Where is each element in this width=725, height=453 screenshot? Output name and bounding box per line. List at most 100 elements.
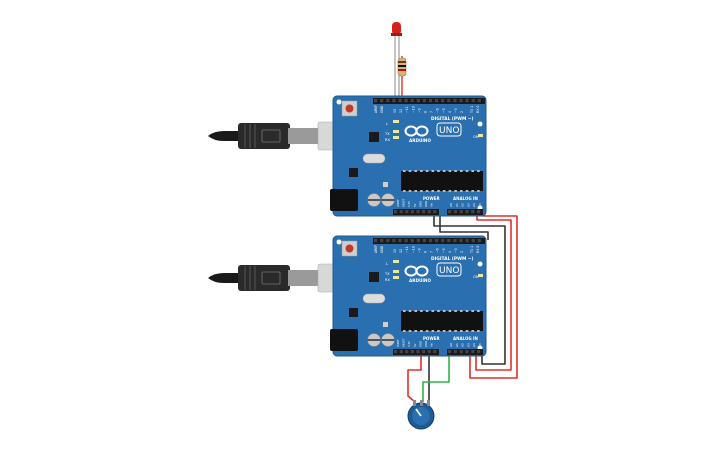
digital-header-pin[interactable]: [410, 99, 414, 103]
digital-header-pin[interactable]: [459, 239, 463, 243]
chip-pin: [471, 190, 474, 192]
wire-gnd-short[interactable]: [439, 212, 489, 240]
digital-header-pin[interactable]: [398, 239, 402, 243]
digital-header-pin[interactable]: [404, 239, 408, 243]
digital-pin-label: ~6: [436, 108, 440, 113]
reset-button[interactable]: [345, 104, 354, 113]
power-header-pin[interactable]: [399, 210, 403, 214]
digital-header-pin[interactable]: [435, 99, 439, 103]
chip-pin: [477, 190, 480, 192]
digital-header-pin[interactable]: [428, 239, 433, 243]
power-header-pin[interactable]: [394, 210, 398, 214]
digital-pin-label: ~11: [405, 106, 409, 113]
power-header-pin[interactable]: [405, 210, 409, 214]
analog-header-pin[interactable]: [465, 350, 469, 354]
analog-pin-label: A3: [466, 203, 470, 207]
analog-header-pin[interactable]: [471, 210, 475, 214]
analog-header-pin[interactable]: [448, 350, 452, 354]
chip-pin: [431, 310, 435, 312]
digital-header-pin[interactable]: [392, 99, 396, 103]
digital-header-pin[interactable]: [392, 239, 396, 243]
chip-pin: [420, 190, 423, 192]
digital-header-pin[interactable]: [404, 99, 408, 103]
wire-gnd-link[interactable]: [433, 212, 506, 365]
resistor[interactable]: [397, 57, 407, 77]
digital-header-pin[interactable]: [374, 99, 378, 103]
digital-header-pin[interactable]: [422, 99, 426, 103]
potentiometer[interactable]: [407, 400, 435, 430]
digital-header-pin[interactable]: [453, 239, 457, 243]
wire-a4-link[interactable]: [475, 212, 512, 371]
power-jack[interactable]: [330, 329, 358, 351]
wire-pot-5v[interactable]: [407, 352, 422, 403]
analog-header-pin[interactable]: [477, 350, 481, 354]
power-header-pin[interactable]: [405, 350, 409, 354]
power-header-pin[interactable]: [422, 350, 426, 354]
digital-header-pin[interactable]: [386, 239, 390, 243]
power-header-pin[interactable]: [427, 350, 431, 354]
digital-pin-label: 7: [430, 251, 434, 253]
digital-header-pin[interactable]: [416, 239, 420, 243]
digital-header-pin[interactable]: [441, 239, 445, 243]
chip-pin: [425, 190, 429, 192]
led-red[interactable]: [391, 22, 402, 36]
analog-header-pin[interactable]: [448, 210, 452, 214]
digital-header-pin[interactable]: [477, 99, 481, 103]
power-header-pin[interactable]: [433, 350, 437, 354]
chip-pin: [471, 310, 474, 312]
digital-label: DIGITAL (PWM ~): [431, 116, 474, 122]
analog-header-pin[interactable]: [465, 210, 469, 214]
digital-header-pin[interactable]: [477, 239, 481, 243]
digital-header-pin[interactable]: [453, 99, 457, 103]
analog-header-pin[interactable]: [471, 350, 475, 354]
analog-header-pin[interactable]: [453, 350, 457, 354]
digital-header-pin[interactable]: [465, 239, 469, 243]
digital-header-pin[interactable]: [422, 239, 426, 243]
digital-header-pin[interactable]: [441, 99, 445, 103]
logo-loop-right: [415, 125, 429, 137]
analog-header-pin[interactable]: [459, 210, 463, 214]
chip-pin: [403, 310, 406, 312]
digital-header-pin[interactable]: [374, 239, 378, 243]
digital-header-pin[interactable]: [447, 239, 451, 243]
digital-label: DIGITAL (PWM ~): [431, 256, 474, 262]
digital-header-pin[interactable]: [447, 99, 451, 103]
digital-pin-label: ~9: [417, 108, 421, 113]
digital-header-pin[interactable]: [459, 99, 463, 103]
digital-header-pin[interactable]: [380, 239, 384, 243]
analog-header-pin[interactable]: [453, 210, 457, 214]
chip-pin: [465, 170, 469, 172]
digital-header-pin[interactable]: [386, 99, 390, 103]
analog-pin-label: A5: [478, 343, 482, 347]
digital-header-pin[interactable]: [471, 239, 475, 243]
wire-pot-signal[interactable]: [422, 352, 450, 402]
digital-header-pin[interactable]: [380, 99, 384, 103]
power-header-pin[interactable]: [416, 210, 420, 214]
digital-header-pin[interactable]: [416, 99, 420, 103]
power-label: POWER: [423, 336, 440, 341]
power-header-pin[interactable]: [416, 350, 420, 354]
analog-header-pin[interactable]: [459, 350, 463, 354]
power-header-pin[interactable]: [410, 350, 414, 354]
digital-header-pin[interactable]: [398, 99, 402, 103]
power-header-pin[interactable]: [399, 350, 403, 354]
reset-button[interactable]: [345, 244, 354, 253]
digital-header-pin[interactable]: [465, 99, 469, 103]
analog-pin-label: A5: [478, 203, 482, 207]
led-l-label: L: [386, 122, 388, 126]
power-header-pin[interactable]: [427, 210, 431, 214]
digital-header-pin[interactable]: [471, 99, 475, 103]
digital-header-pin[interactable]: [428, 99, 433, 103]
power-header-pin[interactable]: [394, 350, 398, 354]
power-jack[interactable]: [330, 189, 358, 211]
chip-pin: [442, 310, 446, 312]
power-header-pin[interactable]: [422, 210, 426, 214]
power-header-pin[interactable]: [433, 210, 437, 214]
power-header-pin[interactable]: [410, 210, 414, 214]
digital-header-pin[interactable]: [410, 239, 414, 243]
analog-header-pin[interactable]: [477, 210, 481, 214]
power-pin-label: RESET: [402, 338, 406, 347]
digital-header-pin[interactable]: [435, 239, 439, 243]
